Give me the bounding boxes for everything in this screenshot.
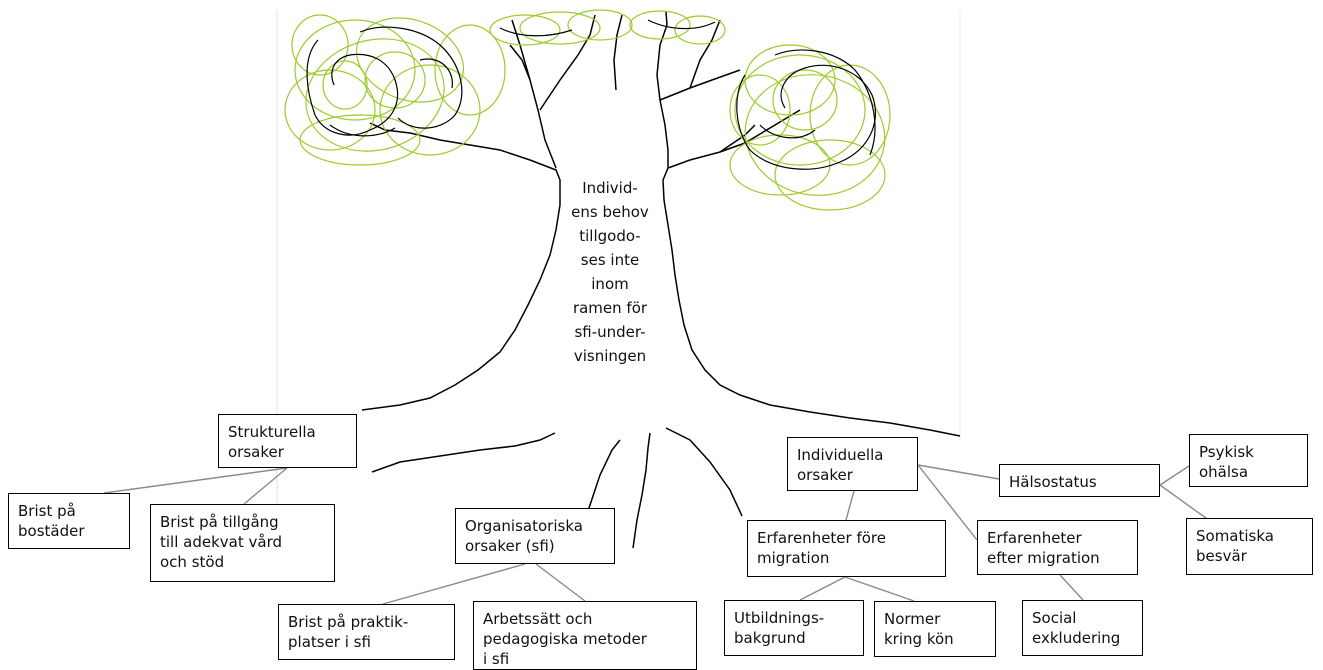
- box-arbetssatt-metoder: Arbetssätt och pedagogiska metoder i sfi: [473, 601, 697, 670]
- tree-foliage: [284, 9, 891, 211]
- connector-line: [799, 576, 846, 601]
- tree-trunk: [361, 11, 961, 437]
- connector-line: [1159, 484, 1211, 522]
- connector-line: [1059, 574, 1084, 601]
- box-erfarenheter-fore-migration: Erfarenheter före migration: [747, 520, 946, 577]
- trunk-label: Individ- ens behov tillgodo- ses inte in…: [571, 179, 649, 365]
- connector-line: [382, 563, 526, 605]
- box-utbildningsbakgrund: Utbildnings- bakgrund: [724, 600, 864, 656]
- connectors: [103, 464, 1211, 605]
- connector-line: [103, 467, 288, 494]
- connector-line: [1159, 465, 1190, 486]
- box-erfarenheter-efter-migration: Erfarenheter efter migration: [977, 520, 1138, 575]
- connector-line: [243, 467, 288, 505]
- box-halsostatus: Hälsostatus: [999, 464, 1160, 497]
- connector-line: [917, 464, 1000, 480]
- box-brist-pa-bostader: Brist på bostäder: [8, 493, 130, 549]
- box-strukturella-orsaker: Strukturella orsaker: [218, 414, 357, 468]
- connector-line: [535, 563, 586, 602]
- connector-line: [917, 464, 978, 541]
- box-brist-pa-vard: Brist på tillgång till adekvat vård och …: [150, 504, 335, 582]
- box-individuella-orsaker: Individuella orsaker: [787, 437, 918, 491]
- tree-roots: [371, 427, 743, 549]
- box-social-exkludering: Social exkludering: [1022, 600, 1143, 656]
- box-psykisk-ohalsa: Psykisk ohälsa: [1189, 434, 1308, 487]
- tree-foliage-outline: [306, 19, 876, 170]
- connector-line: [844, 576, 915, 602]
- connector-line: [845, 490, 855, 521]
- box-somatiska-besvar: Somatiska besvär: [1186, 518, 1313, 575]
- box-organisatoriska-orsaker: Organisatoriska orsaker (sfi): [455, 508, 615, 564]
- box-normer-kring-kon: Normer kring kön: [874, 601, 996, 657]
- box-brist-pa-praktikplatser: Brist på praktik- platser i sfi: [278, 604, 455, 660]
